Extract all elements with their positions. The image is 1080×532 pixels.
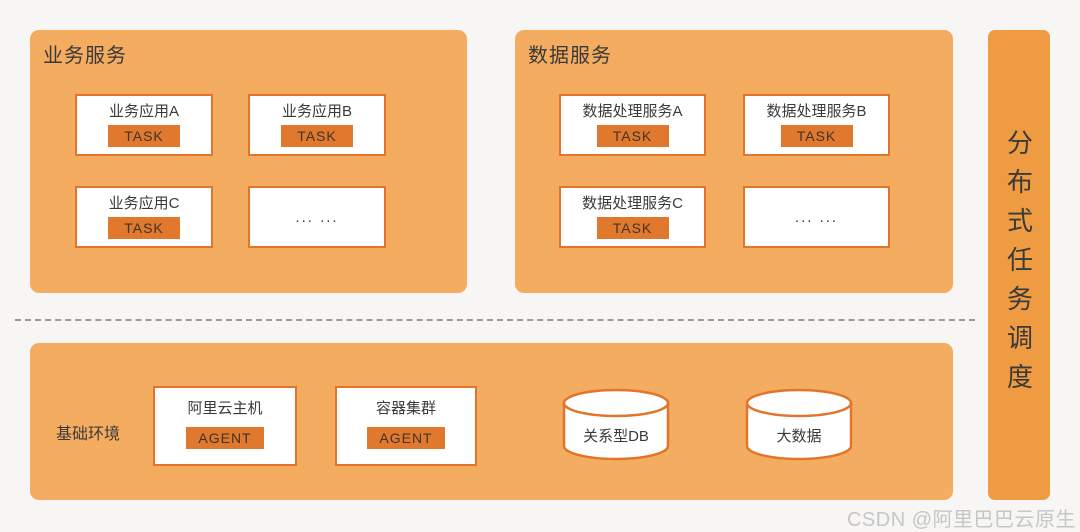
data-services-panel: 数据服务 数据处理服务A TASK 数据处理服务B TASK 数据处理服务C T… — [515, 30, 953, 293]
ellipsis-placeholder: ... ... — [295, 208, 339, 226]
data-service-b-box: 数据处理服务B TASK — [743, 94, 890, 156]
business-app-a-name: 业务应用A — [108, 103, 179, 120]
ellipsis-placeholder: ... ... — [794, 208, 839, 226]
data-service-c-name: 数据处理服务C — [582, 195, 683, 212]
task-badge: TASK — [596, 125, 669, 147]
distributed-task-scheduler-bar: 分布式任务调度 — [988, 30, 1050, 500]
container-cluster-box: 容器集群 AGENT — [335, 386, 477, 466]
infra-panel-label: 基础环境 — [56, 426, 121, 443]
relational-db-cylinder: 关系型DB — [561, 387, 671, 462]
business-app-b-box: 业务应用B TASK — [248, 94, 386, 156]
agent-badge: AGENT — [186, 427, 264, 449]
big-data-label: 大数据 — [776, 428, 822, 445]
agent-badge: AGENT — [367, 427, 445, 449]
data-panel-title: 数据服务 — [528, 45, 612, 67]
big-data-cylinder: 大数据 — [744, 387, 854, 462]
dashed-divider — [15, 319, 975, 321]
cloud-host-name: 阿里云主机 — [187, 400, 263, 417]
business-services-panel: 业务服务 业务应用A TASK 业务应用B TASK 业务应用C TASK ..… — [30, 30, 467, 293]
container-cluster-name: 容器集群 — [375, 400, 436, 417]
task-badge: TASK — [780, 125, 853, 147]
data-more-services-box: ... ... — [743, 186, 890, 248]
csdn-watermark: CSDN @阿里巴巴云原生 — [846, 509, 1076, 531]
data-service-b-name: 数据处理服务B — [766, 103, 867, 120]
task-badge: TASK — [281, 125, 353, 147]
task-badge: TASK — [108, 217, 180, 239]
data-service-a-name: 数据处理服务A — [582, 103, 683, 120]
data-service-a-box: 数据处理服务A TASK — [559, 94, 706, 156]
task-badge: TASK — [596, 217, 669, 239]
business-app-c-name: 业务应用C — [108, 195, 180, 212]
business-panel-title: 业务服务 — [43, 45, 127, 67]
relational-db-label: 关系型DB — [583, 428, 649, 445]
infrastructure-panel: 基础环境 阿里云主机 AGENT 容器集群 AGENT 关系型DB 大数据 — [30, 343, 953, 500]
database-cylinder-icon — [562, 388, 670, 461]
business-app-a-box: 业务应用A TASK — [75, 94, 213, 156]
scheduler-bar-label: 分布式任务调度 — [1003, 128, 1034, 402]
business-app-c-box: 业务应用C TASK — [75, 186, 213, 248]
data-service-c-box: 数据处理服务C TASK — [559, 186, 706, 248]
database-cylinder-icon — [745, 388, 853, 461]
business-more-apps-box: ... ... — [248, 186, 386, 248]
task-badge: TASK — [108, 125, 180, 147]
business-app-b-name: 业务应用B — [281, 103, 352, 120]
cloud-host-box: 阿里云主机 AGENT — [153, 386, 297, 466]
